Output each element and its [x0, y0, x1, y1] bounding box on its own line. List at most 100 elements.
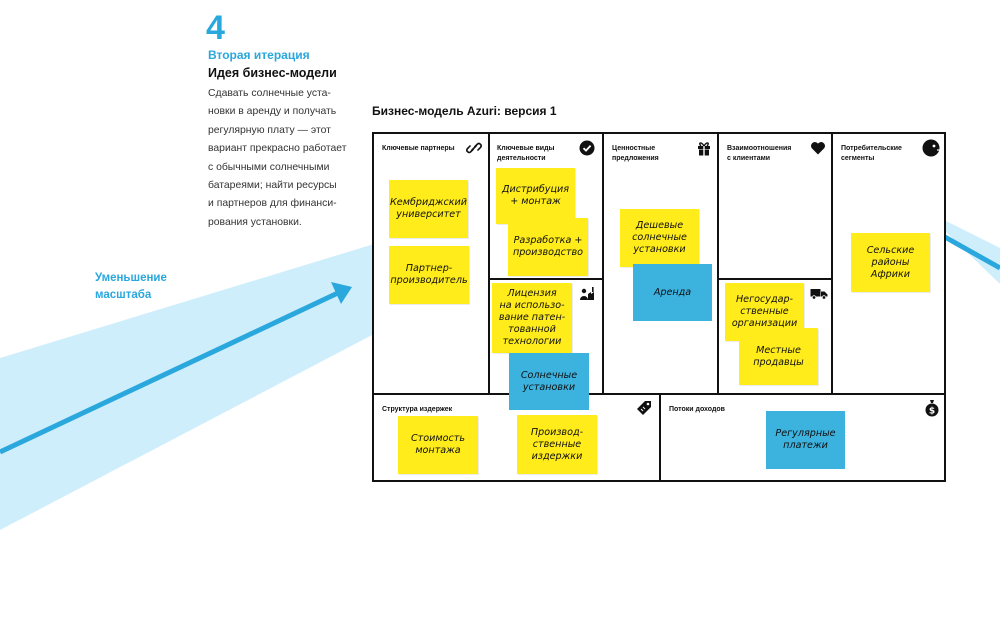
- block-label: Структура издержек: [382, 405, 452, 415]
- zoom-arrow-line-right: [934, 229, 1000, 271]
- block-channels: [719, 279, 831, 393]
- block-label: Ключевые партнеры: [382, 144, 455, 154]
- note-line: Негосудар-: [735, 294, 794, 305]
- checkmark-icon: [579, 140, 595, 156]
- label-line: Ценностные: [612, 145, 656, 152]
- note-line: Дистрибуция: [501, 184, 570, 195]
- label-line: деятельности: [497, 155, 546, 162]
- label-line: Структура издержек: [382, 406, 453, 413]
- note-line: Сельские: [866, 244, 915, 256]
- note-line: установки: [633, 244, 686, 255]
- note-line: установки: [522, 381, 576, 393]
- block-label: Ценностные предложения: [612, 144, 659, 164]
- label-line: предложения: [612, 155, 659, 162]
- description-line: и партнеров для финанси-: [208, 198, 337, 210]
- note-line: ственные: [532, 438, 582, 450]
- sticky-note-distribution: Дистрибуция+ монтаж: [496, 168, 575, 224]
- note-line: Африки: [870, 268, 911, 280]
- note-line: организации: [731, 318, 798, 329]
- block-key-partners: Ключевые партнеры: [374, 134, 488, 393]
- step-description: Сдавать солнечные уста- новки в аренду и…: [208, 85, 358, 232]
- block-customer-segments: Потребительские сегменты: [833, 134, 944, 393]
- note-line: Партнер-: [405, 263, 453, 274]
- note-line: районы: [871, 256, 910, 268]
- block-label: Ключевые виды деятельности: [497, 144, 555, 164]
- block-key-activities: Ключевые виды деятельности: [489, 134, 602, 278]
- block-customer-relationships: Взаимоотношения с клиентами: [719, 134, 831, 278]
- gift-icon: [698, 142, 710, 156]
- description-line: вариант прекрасно работает: [208, 143, 347, 155]
- canvas-title: Бизнес-модель Azuri: версия 1: [372, 104, 557, 118]
- note-line: Лицензия: [507, 288, 557, 299]
- block-revenue-streams: Потоки доходов $: [661, 395, 944, 480]
- block-cost-structure: Структура издержек: [374, 395, 659, 480]
- zoom-beam-left: [0, 244, 374, 530]
- note-line: Солнечные: [520, 369, 578, 381]
- divider: [602, 134, 604, 393]
- note-line: солнечные: [632, 232, 687, 243]
- note-line: издержки: [531, 450, 583, 462]
- note-line: на использо-: [499, 300, 565, 311]
- sticky-note-development: Разработка +производство: [508, 218, 588, 276]
- money-bag-icon: $: [925, 400, 939, 417]
- step-subtitle: Вторая итерация: [208, 48, 310, 62]
- note-line: Регулярные: [775, 428, 836, 439]
- block-label: Потоки доходов: [669, 405, 725, 415]
- face-icon: [922, 139, 940, 157]
- description-line: батареями; найти ресурсы: [208, 180, 337, 192]
- factory-worker-icon: [580, 287, 594, 300]
- label-line: Взаимоотношения: [727, 145, 792, 152]
- note-line: вание патен-: [498, 312, 566, 323]
- svg-text:$: $: [929, 407, 935, 417]
- label-line: Потоки доходов: [669, 406, 725, 413]
- zoom-arrow-line: [0, 289, 342, 455]
- note-line: производство: [512, 247, 584, 258]
- zoom-out-label: Уменьшение масштаба: [95, 270, 167, 304]
- description-line: рования установки.: [208, 216, 302, 228]
- zoom-arrow-head: [331, 282, 352, 304]
- link-icon: [466, 142, 482, 154]
- description-line: Сдавать солнечные уста-: [208, 88, 331, 99]
- divider: [831, 134, 833, 393]
- sticky-note-rent: Аренда: [633, 264, 712, 321]
- note-line: продавцы: [753, 356, 804, 368]
- block-label: Потребительские сегменты: [841, 144, 902, 164]
- note-line: Дешевые: [635, 220, 684, 231]
- description-line: новки в аренду и получать: [208, 106, 337, 118]
- label-line: с клиентами: [727, 155, 771, 162]
- step-title: Идея бизнес-модели: [208, 66, 337, 80]
- note-line: Производ-: [530, 426, 584, 438]
- heart-icon: [811, 142, 825, 155]
- note-line: + монтаж: [510, 196, 561, 207]
- divider: [717, 134, 719, 393]
- description-line: с обычными солнечными: [208, 161, 330, 173]
- divider: [488, 278, 603, 280]
- divider: [659, 393, 661, 480]
- label-line: Ключевые виды: [497, 145, 555, 152]
- block-value-propositions: Ценностные предложения: [604, 134, 717, 393]
- truck-icon: [810, 289, 828, 300]
- note-line: производитель: [390, 275, 468, 286]
- price-tag-icon: [637, 401, 651, 415]
- block-key-resources: [489, 279, 602, 393]
- label-line: Ключевые партнеры: [382, 145, 455, 152]
- divider: [488, 134, 490, 393]
- note-line: Аренда: [653, 286, 692, 298]
- note-line: платежи: [783, 440, 828, 451]
- sticky-note-partner-manufacturer: Партнер-производитель: [389, 246, 469, 304]
- description-line: регулярную плату — этот: [208, 124, 331, 136]
- block-label: Взаимоотношения с клиентами: [727, 144, 791, 164]
- note-line: технологии: [502, 336, 562, 347]
- zoom-label-line: Уменьшение: [95, 272, 167, 284]
- note-line: ственные: [740, 306, 789, 317]
- note-line: Кембриджский: [390, 197, 468, 208]
- note-line: тованной: [508, 324, 556, 335]
